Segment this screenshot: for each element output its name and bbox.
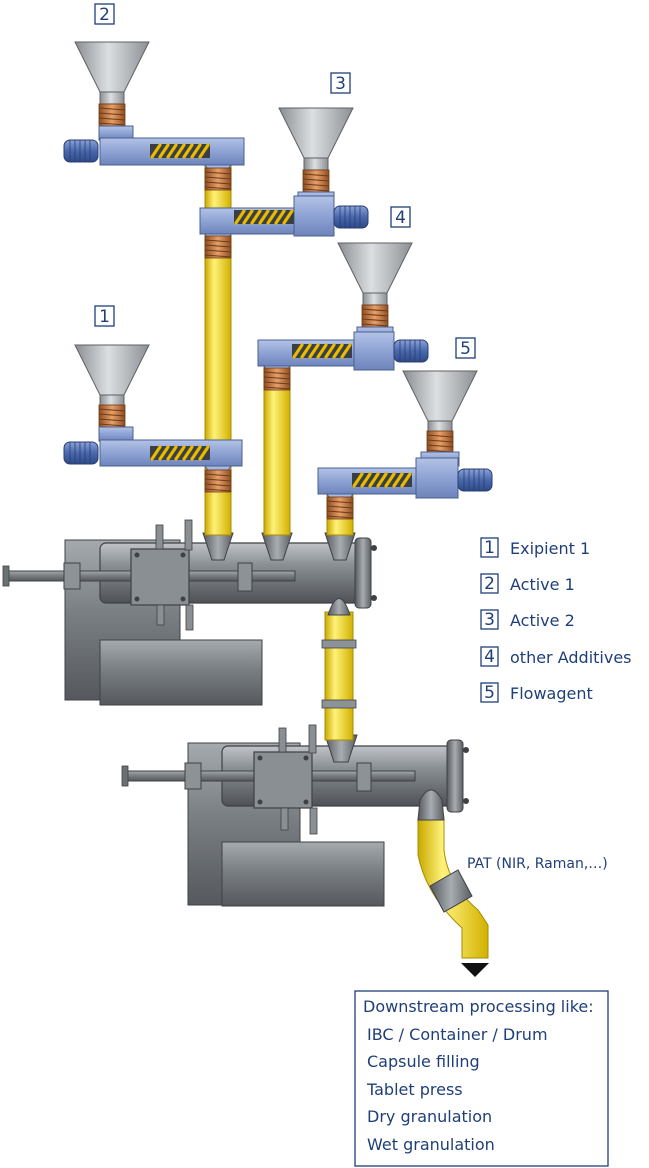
legend-item-1: 1 Exipient 1 [480,537,590,558]
station-number-label: 1 [99,307,110,327]
station-number-3: 3 [330,72,351,94]
legend-label: Active 1 [510,575,575,594]
legend: 1 Exipient 1 2 Active 1 3 Active 2 4 oth… [480,537,632,703]
legend-number: 3 [484,610,495,630]
downstream-item: Capsule filling [367,1052,480,1071]
station-number-label: 4 [395,208,406,228]
legend-item-2: 2 Active 1 [480,573,575,594]
mixer-2 [121,724,469,907]
legend-label: Exipient 1 [510,539,590,558]
station-number-5: 5 [455,337,476,359]
pat-label: PAT (NIR, Raman,…) [467,856,608,872]
legend-item-5: 5 Flowagent [480,682,593,703]
legend-number: 1 [484,538,495,558]
downstream-box: Downstream processing like: IBC / Contai… [354,990,609,1167]
legend-number: 2 [484,574,495,594]
legend-label: Flowagent [510,684,593,703]
downstream-item: Tablet press [366,1080,463,1099]
station-number-2: 2 [94,3,115,25]
legend-label: Active 2 [510,611,575,630]
legend-item-4: 4 other Additives [480,646,632,667]
outlet-arrow-icon [461,963,489,977]
feeder-3 [199,107,369,259]
station-number-1: 1 [94,305,115,327]
feeder-5 [317,370,493,520]
downstream-item: Dry granulation [367,1107,492,1126]
legend-number: 5 [484,683,495,703]
feeder-2 [63,41,245,191]
mixer-1 [2,519,377,706]
legend-number: 4 [484,647,495,667]
downstream-item: Wet granulation [367,1135,495,1154]
station-number-4: 4 [390,206,411,228]
feeder-1 [63,344,243,493]
downstream-title: Downstream processing like: [363,997,594,1016]
legend-item-3: 3 Active 2 [480,609,575,630]
legend-label: other Additives [510,648,632,667]
downstream-item: IBC / Container / Drum [367,1025,548,1044]
station-number-label: 2 [99,5,110,25]
station-number-label: 5 [460,339,471,359]
station-number-label: 3 [335,74,346,94]
feeder-4 [257,242,429,391]
